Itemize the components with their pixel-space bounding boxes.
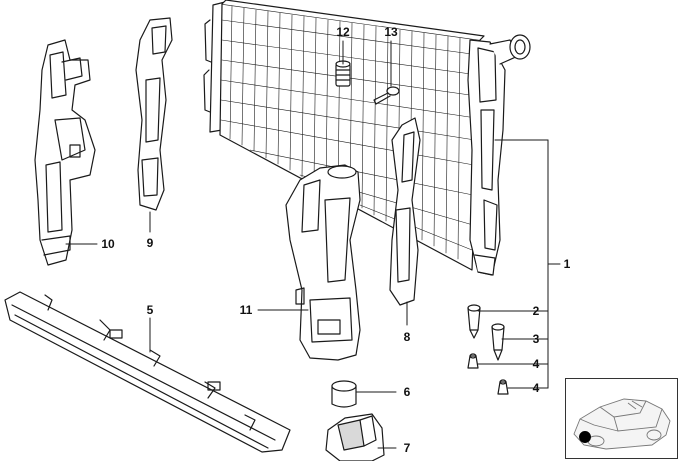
callout-11: 11 [239,303,253,317]
bleed-screw-part-12 [335,60,351,87]
callout-6: 6 [403,385,411,399]
callout-2: 2 [532,304,540,318]
rubber-mount-part-6 [331,380,357,408]
callout-13: 13 [384,25,398,39]
callout-8: 8 [403,330,411,344]
fitting-part-3 [491,323,505,361]
callout-10: 10 [101,237,115,251]
mount-bracket-part-7 [325,413,385,462]
callout-1: 1 [563,257,571,271]
expansion-tank-part-11 [285,164,361,361]
callout-4b: 4 [532,381,540,395]
screw-part-13 [373,86,400,105]
vehicle-locator-inset [565,378,678,459]
radiator-part [203,0,531,276]
location-marker-icon [579,431,591,443]
plug-part-4a [467,353,479,369]
bracket-part-10 [34,39,96,266]
leader-lines [65,40,561,449]
plug-part-4b [497,379,509,395]
bracket-part-9 [135,17,173,211]
callout-5: 5 [146,303,154,317]
support-part-5 [4,291,291,453]
car-silhouette-icon [573,398,671,450]
callout-3: 3 [532,332,540,346]
fitting-part-2 [467,304,481,339]
callout-9: 9 [146,236,154,250]
callout-4a: 4 [532,357,540,371]
callout-12: 12 [336,25,350,39]
callout-7: 7 [403,441,411,455]
